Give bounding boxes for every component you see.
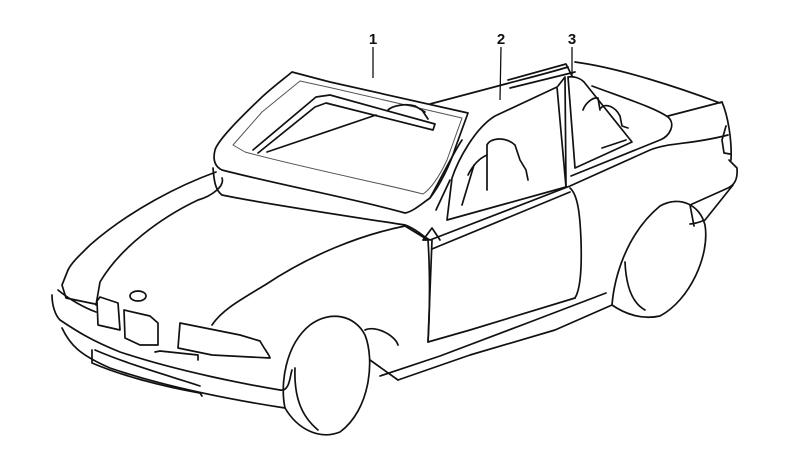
badge xyxy=(129,290,147,302)
rear-body xyxy=(570,85,738,227)
side-body xyxy=(379,134,729,381)
a-pillar xyxy=(422,139,463,241)
callout-2-leader xyxy=(499,46,502,101)
callout-2-label: 2 xyxy=(496,31,506,48)
door-window xyxy=(446,86,567,221)
rear-quarter-window xyxy=(557,75,633,188)
callout-1-label: 1 xyxy=(368,31,378,48)
body-top-lines xyxy=(429,61,721,105)
front-door-lines xyxy=(364,239,431,381)
rear-wheel xyxy=(611,200,707,319)
front-body xyxy=(51,171,429,409)
front-details xyxy=(96,290,271,361)
front-wheel xyxy=(282,315,371,436)
callout-3-label: 3 xyxy=(567,31,577,48)
windshield xyxy=(212,71,469,241)
